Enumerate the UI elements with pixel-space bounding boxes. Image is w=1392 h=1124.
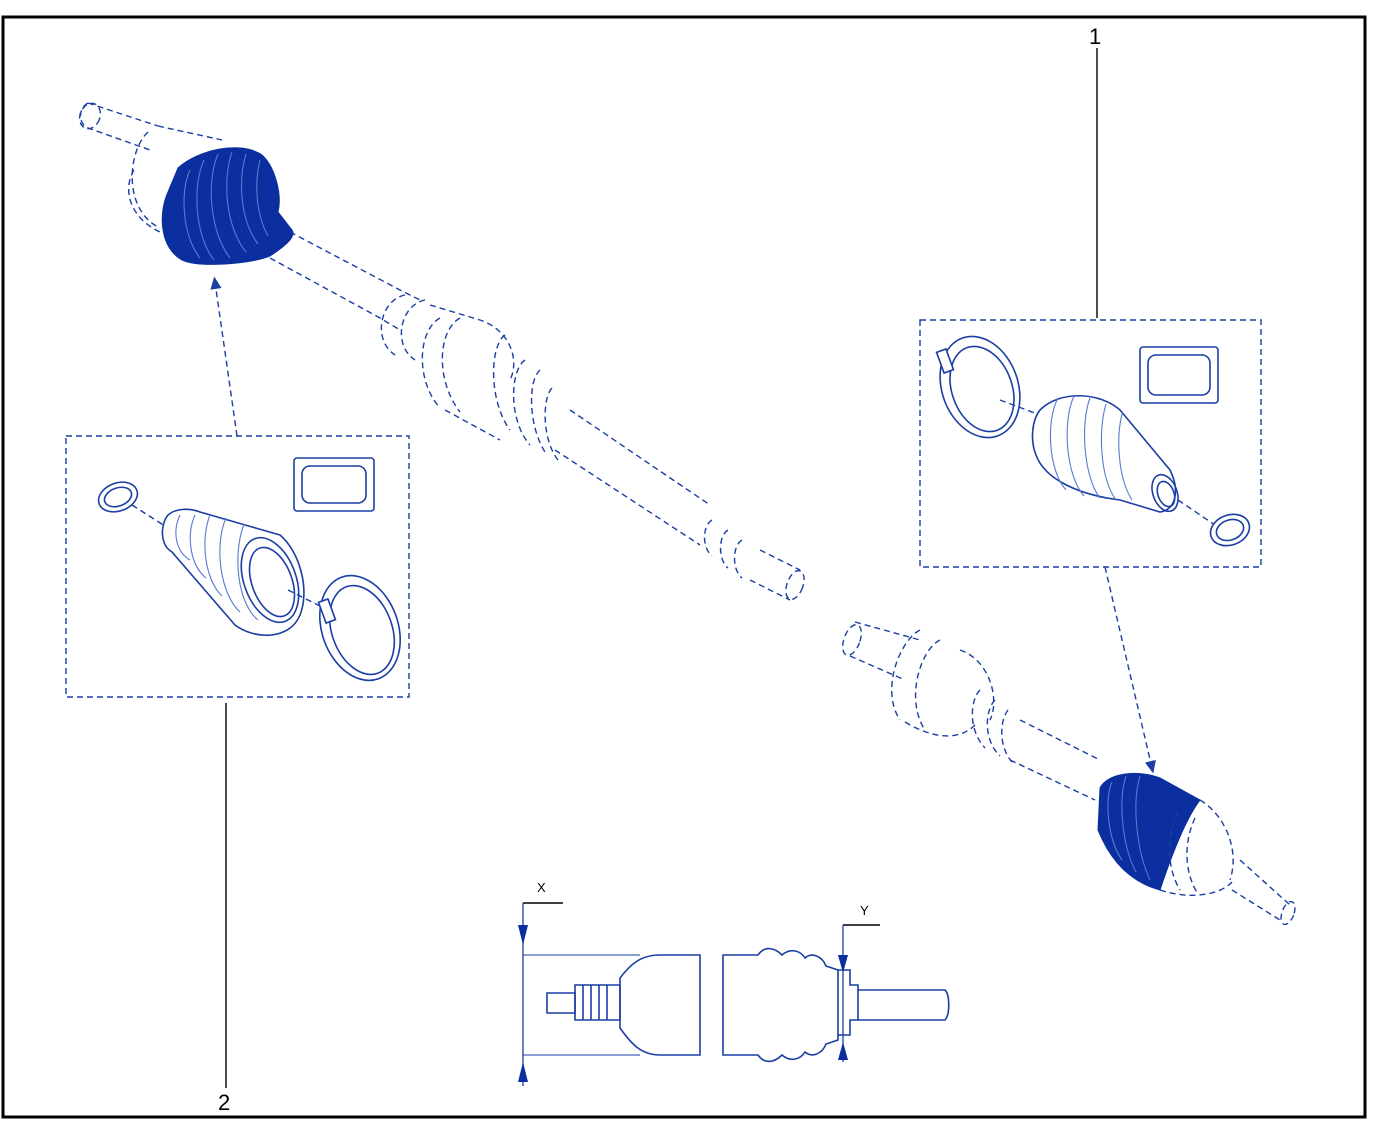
kit-box-right: [919, 319, 1262, 774]
dimension-x-label: X: [537, 880, 546, 895]
lower-shaft-assembly: [842, 621, 1296, 926]
kit-box-left: [65, 276, 410, 698]
dimension-y-label: Y: [860, 903, 869, 918]
diagram-frame: [1, 15, 1367, 1119]
section-detail: [518, 902, 950, 1086]
callout-1-label: 1: [1089, 24, 1102, 49]
lower-boot-highlight: [1097, 772, 1201, 891]
callout-2-label: 2: [218, 1090, 231, 1115]
upper-shaft-assembly: [78, 102, 805, 601]
